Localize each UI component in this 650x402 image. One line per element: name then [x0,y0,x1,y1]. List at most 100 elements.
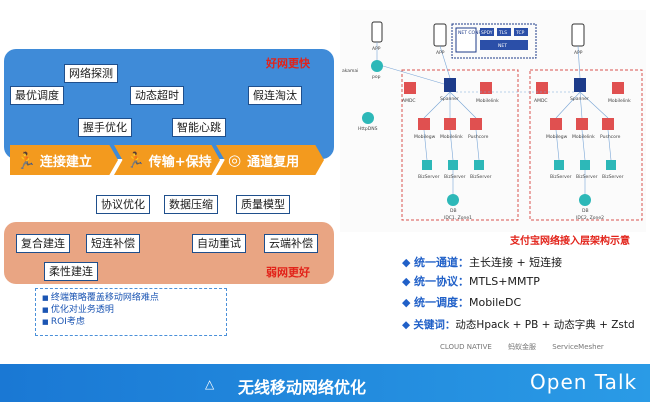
node-label-mobilelink: Mobilelink [608,98,631,104]
stage-connect-label: 连接建立 [39,154,92,170]
bizserver-node [554,160,564,170]
node-label-spdy: SPDY [481,30,493,36]
label-dynamic-timeout: 动态超时 [130,86,184,105]
node-label-mobilelink: Mobilelink [476,98,499,104]
sprinter-icon: 🏃 [126,151,145,169]
spanner-node [574,78,586,92]
amdc-node [536,82,548,94]
node-label-tls: TLS [498,30,507,36]
node-label-app: APP [574,50,583,56]
node-label-bizserver: BizServer [444,174,466,180]
node-label-amdc: AMDC [402,98,416,104]
node-label-httpdns: HttpDNS [358,126,378,132]
phone-icon [371,21,383,43]
label-fake-connection-elimination: 假连淘汰 [248,86,302,105]
label-data-compression: 数据压缩 [164,195,218,214]
bullet-key: 统一调度： [413,296,469,309]
weak-network-title: 弱网更好 [266,266,310,279]
label-composite-connection: 复合建连 [16,234,70,253]
node-label-idc2: IDC2, Zone2 [576,215,604,221]
stage-transfer: 🏃 传输+保持 [114,145,220,175]
pushcore-node [602,118,614,130]
idc1-zone [401,69,519,221]
mobilelink-node [612,82,624,94]
node-label-pop: pop [372,75,381,80]
stage-transfer-label: 传输+保持 [148,154,212,170]
httpdns-node [362,112,374,124]
mobilegw-node [418,118,430,130]
pushcore-node [470,118,482,130]
stage-multiplex-label: 通道复用 [247,154,300,170]
bizserver-node [422,160,432,170]
triangle-icon: △ [205,377,215,391]
node-label-spanner: Spanner [570,96,589,102]
connection-lines [376,42,612,194]
node-label-mobilelink: Mobilelink [440,134,463,140]
db-node [447,194,459,206]
node-label-akamai: akamai [342,68,358,74]
label-smart-heartbeat: 智能心跳 [172,118,226,137]
label-optimal-scheduling: 最优调度 [10,86,64,105]
stage-multiplex: ◎ 通道复用 [216,145,324,175]
logo-servicemesher: ServiceMesher [552,343,604,351]
tcp-box [514,28,528,36]
notes-box: 终端策略覆盖移动网络难点 优化对业务透明 ROI考虑 [35,288,227,336]
label-auto-retry: 自动重试 [192,234,246,253]
label-handshake-optimization: 握手优化 [78,118,132,137]
bullet-unified-scheduling: ◆ 统一调度：MobileDC [402,294,521,310]
node-label-mobilegw: Mobilegw [546,134,568,140]
sponsor-logos: CLOUD NATIVE 蚂蚁金服 ServiceMesher [440,342,604,352]
node-label-bizserver: BizServer [550,174,572,180]
bullet-value: MTLS+MMTP [468,275,540,288]
label-quality-model: 质量模型 [236,195,290,214]
protocol-stack-box [451,23,537,59]
good-network-title: 好网更快 [266,57,310,70]
diamond-icon: ◆ [402,296,414,309]
node-label-spanner: Spanner [440,96,459,102]
phone-icon [571,23,585,47]
bizserver-node [580,160,590,170]
bullet-key: 统一通道： [413,256,469,269]
node-label-pushcore: Pushcore [468,134,489,140]
architecture-caption: 支付宝网络接入层架构示意 [510,236,630,247]
architecture-diagram: APP APP APP akamai pop HttpDNS NET CONF … [340,10,646,232]
note-item: 终端策略覆盖移动网络难点 [42,292,220,304]
label-protocol-optimization: 协议优化 [96,195,150,214]
node-label-bizserver: BizServer [470,174,492,180]
stage-arrow-band: 🏃 连接建立 🏃 传输+保持 ◎ 通道复用 [0,145,325,175]
node-label-app: APP [372,46,381,52]
spanner-node [444,78,456,92]
node-label-tcp: TCP [515,30,525,36]
spdy-box [480,28,494,36]
phone-icon [433,23,447,47]
bullet-value: 动态Hpack + PB + 动态字典 + Zstd [455,319,635,331]
tls-box [497,28,511,36]
footer-brand: Open Talk [530,370,638,394]
node-label-mobilegw: Mobilegw [414,134,436,140]
orbit-icon: ◎ [228,151,242,169]
node-label-bizserver: BizServer [418,174,440,180]
pop-node [371,60,383,72]
node-label-idc1: IDC1, Zone1 [444,215,472,221]
mobilelink-node [444,118,456,130]
note-item: 优化对业务透明 [42,304,220,316]
footer-bar [0,364,650,402]
idc2-zone [529,69,643,221]
bullet-keywords: ◆ 关键词：动态Hpack + PB + 动态字典 + Zstd [402,317,635,332]
mobilelink-node [576,118,588,130]
bullet-key: 统一协议： [413,275,469,288]
node-label-bizserver: BizServer [576,174,598,180]
bullet-value: 主长连接 + 短连接 [468,256,563,269]
node-label-net: NET [498,43,507,49]
bizserver-node [474,160,484,170]
label-network-probe: 网络探测 [64,64,118,83]
label-flexible-connection: 柔性建连 [44,262,98,281]
bullet-key: 关键词： [413,319,456,331]
runner-icon: 🏃 [16,150,36,170]
stage-connect: 🏃 连接建立 [10,145,118,175]
net-conf-box [455,27,477,53]
footer-title: 无线移动网络优化 [238,378,367,397]
diamond-icon: ◆ [402,256,414,269]
node-label-app: APP [436,50,445,56]
node-label-amdc: AMDC [534,98,548,104]
